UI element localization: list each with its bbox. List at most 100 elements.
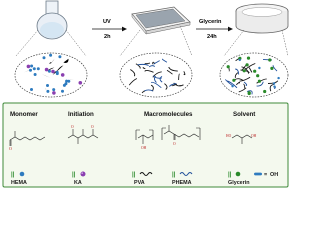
- ka-oxygen-label: O: [91, 125, 94, 129]
- glycerin-hydroxyl-label: HO: [226, 134, 232, 138]
- hema-dot: [29, 68, 32, 72]
- oh-symbol-icon: [254, 172, 262, 176]
- hema-dot: [42, 56, 46, 60]
- hema-dot: [52, 88, 56, 92]
- pva-chain: [128, 78, 138, 86]
- hema-dot: [61, 89, 64, 93]
- pva-chain: [164, 83, 168, 90]
- legend-glycerin-label: Glycerin: [228, 180, 250, 186]
- hema-dot: [46, 84, 49, 87]
- pva-chain: [240, 69, 250, 74]
- hema-dot: [58, 55, 62, 59]
- hema-dot: [36, 67, 40, 71]
- phema-oxygen-label: O: [173, 142, 176, 146]
- ka-dot: [60, 73, 65, 77]
- pva-chain: [141, 90, 146, 94]
- step2-time-label: 24h: [207, 34, 217, 40]
- equals-symbol: ||: [172, 172, 176, 178]
- legend-oh-label: =: [264, 172, 267, 178]
- pva-chain: [168, 66, 178, 72]
- glycerin-dot: [268, 58, 272, 62]
- pva-chain: [171, 83, 178, 87]
- zoom-guides-2: [119, 25, 193, 57]
- hema-structure: [9, 131, 46, 146]
- oh-dot: [238, 58, 241, 62]
- oh-dot: [231, 85, 234, 88]
- glycerin-hydroxyl-label: OH: [251, 134, 257, 138]
- pva-chain: [166, 69, 173, 75]
- hema-dot: [49, 53, 53, 57]
- ka-dot: [52, 91, 56, 95]
- hema-dot: [67, 79, 71, 83]
- pva-chain: [178, 73, 180, 81]
- phema-chain: [243, 81, 248, 86]
- pva-chain: [183, 71, 186, 76]
- phema-chain: [144, 89, 154, 92]
- pva-chain: [234, 72, 239, 79]
- equals-symbol: ||: [72, 172, 76, 178]
- oh-dot: [273, 85, 276, 88]
- hema-dot: [64, 82, 68, 86]
- phema-structure: [161, 125, 201, 140]
- phema-chain: [150, 81, 162, 89]
- hema-dot: [30, 88, 33, 91]
- ka-dot-highlight: [81, 172, 84, 175]
- phema-chain: [169, 83, 177, 87]
- legend-panel: [2, 102, 289, 188]
- header-monomer: Monomer: [10, 111, 38, 118]
- equals-symbol: ||: [132, 172, 136, 178]
- ka-oxygen-label: O: [71, 125, 74, 129]
- pva-chain: [48, 62, 52, 64]
- ka-dot-icon: [80, 171, 86, 177]
- ka-dot: [78, 81, 83, 85]
- legend-pva-label: PVA: [134, 180, 145, 186]
- hema-dot: [30, 64, 34, 68]
- hema-dot: [47, 69, 51, 73]
- magnified-view-network: [119, 52, 193, 98]
- phema-chain: [152, 75, 162, 79]
- header-initiation: Initiation: [68, 111, 94, 118]
- legend-hema-label: HEMA: [11, 180, 27, 186]
- ka-dot: [44, 67, 49, 72]
- pva-chain: [256, 78, 268, 84]
- header-solvent: Solvent: [233, 111, 255, 118]
- pva-chain: [50, 58, 55, 64]
- glycerin-dot: [256, 74, 260, 78]
- legend-ka-label: KA: [74, 180, 82, 186]
- process-arrow-2: Glycerin 24h: [196, 19, 233, 40]
- glycerin-dot-icon: [235, 171, 241, 177]
- glycerin-structure: [231, 134, 253, 144]
- glycerin-dot: [242, 69, 246, 73]
- pva-chain: [23, 68, 34, 73]
- gel-tray-icon: [131, 6, 191, 35]
- petri-dish-icon: [235, 3, 289, 34]
- pva-chain-icon: [139, 172, 153, 176]
- hema-dot: [32, 67, 36, 71]
- phema-chain: [148, 65, 156, 68]
- process-arrow-1: UV 2h: [92, 19, 127, 40]
- pva-chain: [150, 84, 154, 92]
- phema-chain: [226, 80, 238, 89]
- oh-dot: [277, 76, 280, 80]
- flask-icon: [36, 0, 68, 40]
- diagram-canvas: UV 2h Glycerin 24h: [2, 0, 289, 188]
- pva-chain: [241, 66, 250, 74]
- oh-dot: [272, 82, 276, 85]
- pva-chain: [45, 88, 47, 90]
- phema-chain: [272, 64, 278, 72]
- phema-chain: [137, 63, 149, 66]
- pva-chain: [248, 67, 253, 73]
- hema-oxygen-label: O: [9, 146, 12, 151]
- phema-chain-icon: [179, 172, 193, 176]
- legend-oh-name: OH: [270, 172, 278, 178]
- pva-chain: [135, 63, 141, 69]
- glycerin-dot: [247, 91, 251, 96]
- equals-symbol: ||: [11, 172, 15, 178]
- pva-chain: [46, 67, 55, 72]
- pva-chain: [235, 81, 241, 86]
- pva-chain: [238, 87, 247, 93]
- pva-chain: [144, 62, 151, 65]
- ka-dot: [51, 69, 55, 74]
- glycerin-dot: [226, 65, 230, 69]
- hema-dot: [55, 72, 59, 76]
